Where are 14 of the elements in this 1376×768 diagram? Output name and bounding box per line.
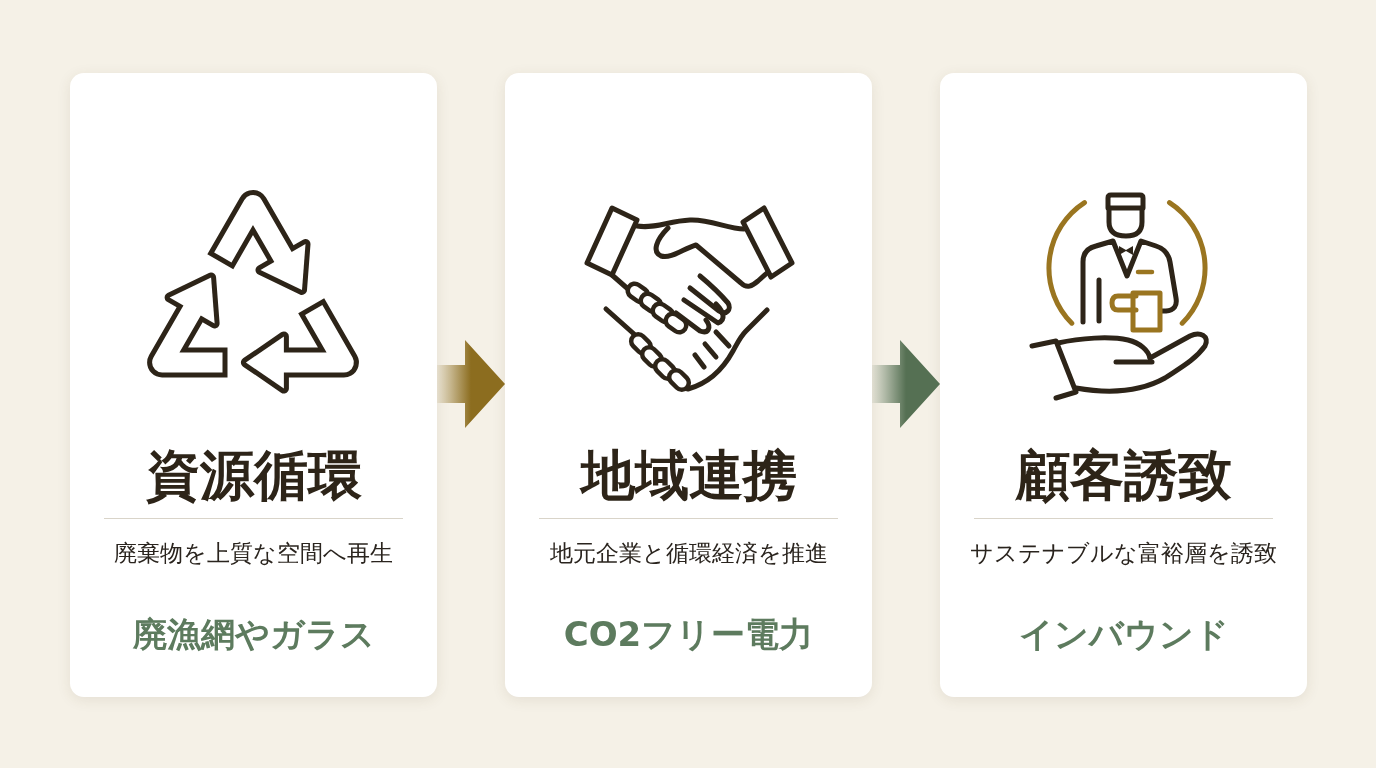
card: [940, 73, 1307, 697]
highlight-text: CO2フリー電力: [563, 613, 814, 655]
card: [70, 73, 437, 697]
arrow: [872, 340, 940, 428]
highlight-text: インバウンド: [1018, 613, 1229, 655]
card-description: 地元企業と循環経済を推進: [549, 539, 828, 568]
card-title: 顧客誘致: [1015, 444, 1232, 506]
card-title: 資源循環: [145, 444, 362, 506]
card-description: 廃棄物を上質な空間へ再生: [114, 539, 393, 568]
arrow: [437, 340, 505, 428]
card-description: サステナブルな富裕層を誘致: [970, 539, 1277, 568]
card-title: 地域連携: [580, 444, 797, 506]
highlight-text: 廃漁網やガラス: [132, 613, 375, 655]
card: [505, 73, 872, 697]
